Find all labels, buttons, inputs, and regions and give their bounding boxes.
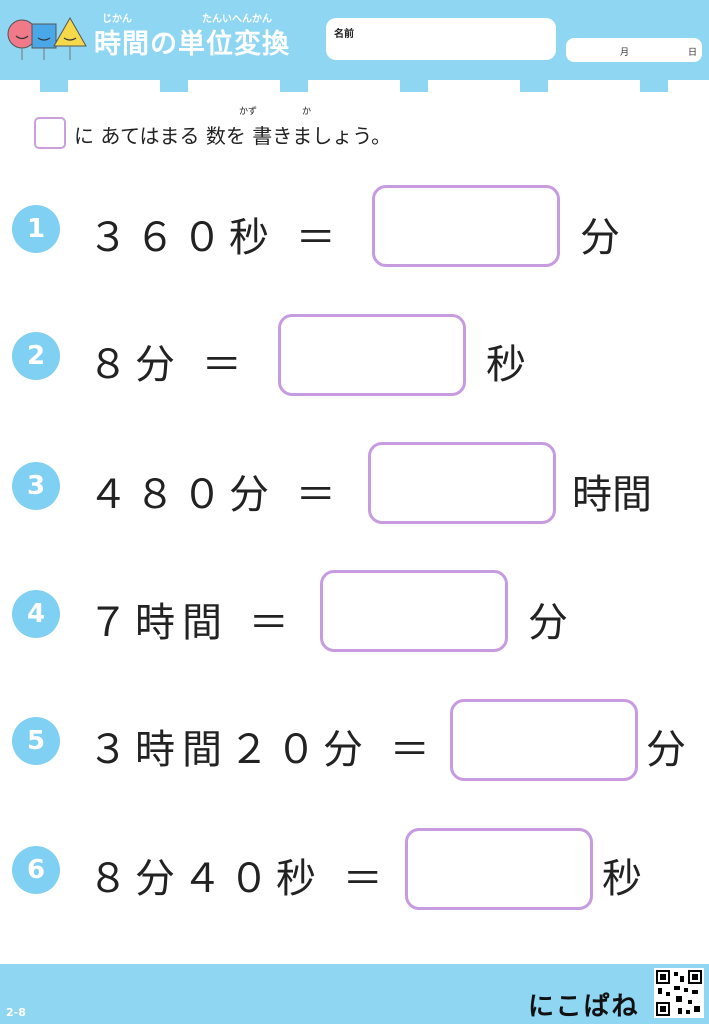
problem-4: 4 ７時間 ＝ 分: [0, 570, 709, 660]
answer-unit: 分: [646, 727, 686, 773]
instruction-text: に あてはまる 数を 書きましょう。: [74, 124, 392, 148]
date-field[interactable]: 月 日: [566, 38, 702, 62]
header-notch: [160, 76, 188, 92]
problem-2: 2 ８分 ＝ 秒: [0, 314, 709, 404]
page-code: 2-8: [6, 1006, 26, 1019]
problem-expression: ４８０分 ＝: [88, 472, 343, 518]
answer-box[interactable]: [278, 314, 466, 396]
problem-3: 3 ４８０分 ＝ 時間: [0, 442, 709, 532]
ruby-jikan: じかん: [102, 14, 132, 25]
problem-number-badge: 3: [12, 462, 60, 510]
problem-expression: ３時間２０分 ＝: [88, 727, 437, 773]
header-banner: じかん たんいへんかん 時間の単位変換 名前 月 日: [0, 0, 709, 80]
problem-1: 1 ３６０秒 ＝ 分: [0, 185, 709, 275]
problem-expression: ３６０秒 ＝: [88, 215, 343, 261]
answer-box[interactable]: [405, 828, 593, 910]
title-ruby: じかん たんいへんかん: [94, 10, 324, 25]
answer-unit: 分: [580, 215, 620, 261]
blank-box-example: [34, 117, 66, 149]
header-notch: [520, 76, 548, 92]
problem-number-badge: 5: [12, 717, 60, 765]
header-notch: [640, 76, 668, 92]
qr-code-icon: [654, 968, 704, 1018]
name-label: 名前: [334, 29, 354, 40]
problem-5: 5 ３時間２０分 ＝ 分: [0, 699, 709, 789]
problem-expression: ８分４０秒 ＝: [88, 856, 390, 902]
answer-unit: 分: [528, 600, 568, 646]
ruby-kazu: かず: [239, 107, 258, 117]
answer-box[interactable]: [368, 442, 556, 524]
answer-unit: 時間: [572, 472, 652, 518]
problem-number-badge: 4: [12, 590, 60, 638]
month-label: 月: [620, 48, 630, 58]
footer-banner: 2-8 にこぱね: [0, 964, 709, 1024]
name-field[interactable]: 名前: [326, 18, 556, 60]
answer-box[interactable]: [372, 185, 560, 267]
problem-number-badge: 6: [12, 846, 60, 894]
problem-expression: ７時間 ＝: [88, 600, 296, 646]
problem-number-badge: 2: [12, 332, 60, 380]
header-notch: [400, 76, 428, 92]
answer-box[interactable]: [320, 570, 508, 652]
answer-box[interactable]: [450, 699, 638, 781]
problem-6: 6 ８分４０秒 ＝ 秒: [0, 828, 709, 918]
header-notch: [40, 76, 68, 92]
problem-number-badge: 1: [12, 205, 60, 253]
ruby-ka: か: [302, 107, 312, 117]
answer-unit: 秒: [486, 342, 526, 388]
problem-expression: ８分 ＝: [88, 342, 249, 388]
ruby-tani-henkan: たんいへんかん: [202, 14, 272, 25]
instruction: かず か に あてはまる 数を 書きましょう。: [34, 104, 534, 154]
header-notch: [280, 76, 308, 92]
page-title: 時間の単位変換: [94, 29, 290, 60]
day-label: 日: [688, 48, 698, 58]
brand-logo: にこぱね: [528, 992, 640, 1022]
shapes-logo-icon: [7, 16, 87, 60]
answer-unit: 秒: [602, 856, 642, 902]
